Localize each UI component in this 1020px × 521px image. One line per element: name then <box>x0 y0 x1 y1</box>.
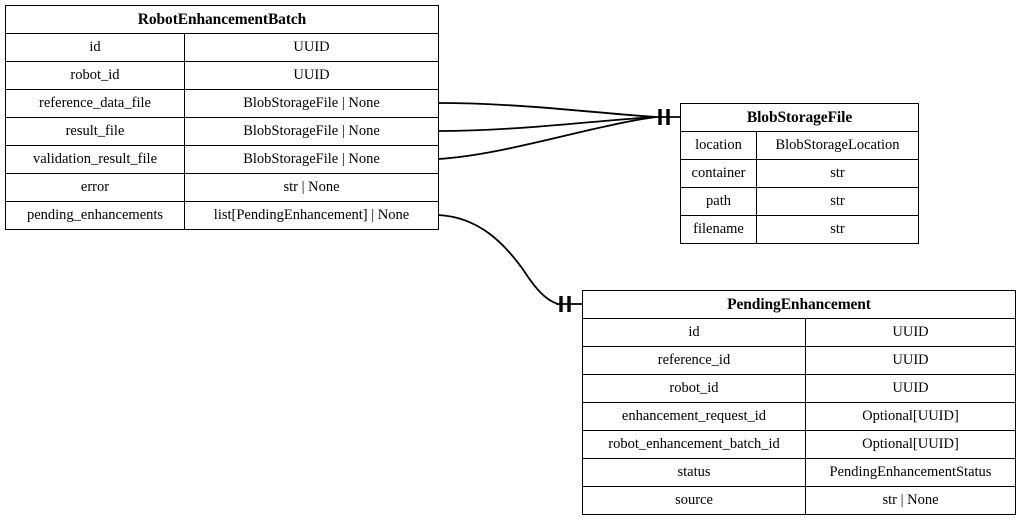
field-type: PendingEnhancementStatus <box>805 458 1016 487</box>
field-name: pending_enhancements <box>5 201 185 230</box>
table-row: location BlobStorageLocation <box>680 131 919 160</box>
field-name: enhancement_request_id <box>582 402 806 431</box>
field-type: str | None <box>805 486 1016 515</box>
field-name: status <box>582 458 806 487</box>
field-name: path <box>680 187 757 216</box>
field-type: UUID <box>184 61 439 90</box>
field-name: container <box>680 159 757 188</box>
field-type: UUID <box>805 346 1016 375</box>
table-row: reference_data_file BlobStorageFile | No… <box>5 89 439 118</box>
field-type: UUID <box>805 318 1016 347</box>
field-name: robot_id <box>5 61 185 90</box>
table-row: robot_enhancement_batch_id Optional[UUID… <box>582 430 1016 459</box>
field-type: UUID <box>805 374 1016 403</box>
field-type: str | None <box>184 173 439 202</box>
field-name: robot_enhancement_batch_id <box>582 430 806 459</box>
field-name: id <box>5 33 185 62</box>
field-name: id <box>582 318 806 347</box>
entity-title-row: RobotEnhancementBatch <box>5 5 439 34</box>
field-name: reference_data_file <box>5 89 185 118</box>
table-row: result_file BlobStorageFile | None <box>5 117 439 146</box>
entity-robotenhancementbatch: RobotEnhancementBatch id UUID robot_id U… <box>5 5 439 230</box>
entity-pendingenhancement: PendingEnhancement id UUID reference_id … <box>582 290 1016 515</box>
field-type: UUID <box>184 33 439 62</box>
field-name: robot_id <box>582 374 806 403</box>
table-row: validation_result_file BlobStorageFile |… <box>5 145 439 174</box>
entity-title-pendingenhancement: PendingEnhancement <box>582 290 1016 319</box>
edge-reference-data-file <box>437 102 657 118</box>
field-type: str <box>756 159 919 188</box>
table-row: id UUID <box>582 318 1016 347</box>
entity-title-robotenhancementbatch: RobotEnhancementBatch <box>5 5 439 34</box>
table-row: pending_enhancements list[PendingEnhance… <box>5 201 439 230</box>
field-type: BlobStorageFile | None <box>184 89 439 118</box>
table-row: status PendingEnhancementStatus <box>582 458 1016 487</box>
field-name: location <box>680 131 757 160</box>
edge-result-file <box>437 116 657 132</box>
edge-validation-result-file <box>437 116 657 160</box>
table-row: reference_id UUID <box>582 346 1016 375</box>
field-name: validation_result_file <box>5 145 185 174</box>
field-type: str <box>756 215 919 244</box>
table-row: robot_id UUID <box>5 61 439 90</box>
field-name: filename <box>680 215 757 244</box>
field-name: source <box>582 486 806 515</box>
cardinality-marker-exactly-one-pendingenhancement <box>556 296 582 312</box>
table-row: container str <box>680 159 919 188</box>
table-row: id UUID <box>5 33 439 62</box>
table-row: filename str <box>680 215 919 244</box>
entity-title-row: BlobStorageFile <box>680 103 919 132</box>
edge-pending-enhancements <box>437 214 559 305</box>
table-row: path str <box>680 187 919 216</box>
field-type: list[PendingEnhancement] | None <box>184 201 439 230</box>
table-row: source str | None <box>582 486 1016 515</box>
field-type: BlobStorageFile | None <box>184 145 439 174</box>
cardinality-marker-exactly-one-blobstoragefile <box>656 109 680 125</box>
field-type: Optional[UUID] <box>805 402 1016 431</box>
table-row: robot_id UUID <box>582 374 1016 403</box>
field-type: str <box>756 187 919 216</box>
table-row: enhancement_request_id Optional[UUID] <box>582 402 1016 431</box>
entity-title-row: PendingEnhancement <box>582 290 1016 319</box>
entity-blobstoragefile: BlobStorageFile location BlobStorageLoca… <box>680 103 919 244</box>
field-type: BlobStorageFile | None <box>184 117 439 146</box>
entity-title-blobstoragefile: BlobStorageFile <box>680 103 919 132</box>
field-name: result_file <box>5 117 185 146</box>
field-type: Optional[UUID] <box>805 430 1016 459</box>
field-name: reference_id <box>582 346 806 375</box>
field-type: BlobStorageLocation <box>756 131 919 160</box>
table-row: error str | None <box>5 173 439 202</box>
field-name: error <box>5 173 185 202</box>
